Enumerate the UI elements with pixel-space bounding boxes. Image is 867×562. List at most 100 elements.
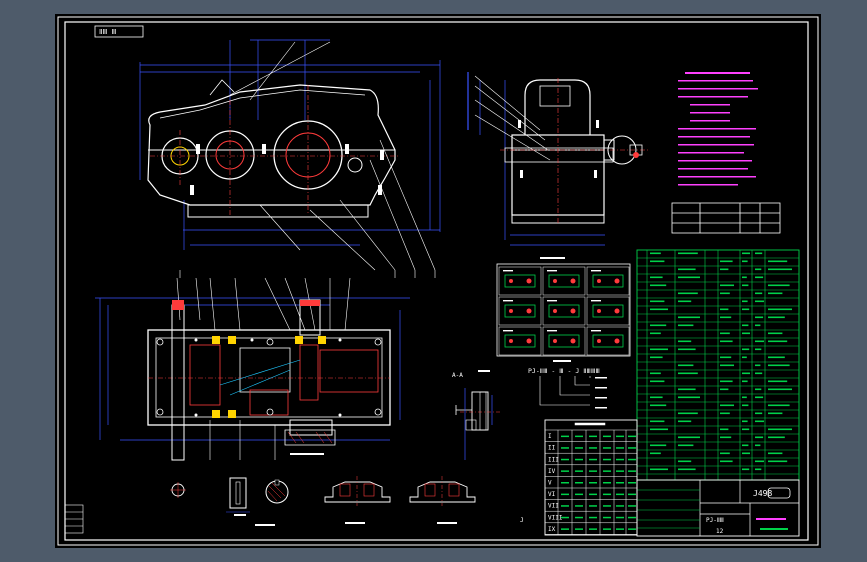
- parts-cell-mark: [742, 428, 750, 431]
- parts-cell-mark: [678, 444, 694, 447]
- parts-cell-mark: [768, 332, 783, 335]
- roman-row-label: V: [548, 480, 552, 487]
- product-code-callout: PJ-ⅡⅢ - Ⅲ - J ⅡⅢⅢⅢ: [528, 367, 607, 409]
- parts-cell-mark: [650, 420, 665, 423]
- parts-cell-mark: [768, 436, 785, 439]
- front-view: [139, 39, 441, 278]
- parts-cell-mark: [768, 364, 790, 367]
- parts-cell-mark: [742, 396, 747, 399]
- parts-cell-mark: [650, 428, 668, 431]
- parts-cell-mark: [650, 260, 665, 263]
- parts-cell-mark: [755, 388, 762, 391]
- ratio-cell-mark: [603, 505, 611, 507]
- side-view: [467, 72, 650, 246]
- parts-cell-mark: [678, 340, 692, 343]
- ratio-cell-mark: [603, 516, 611, 519]
- variant-cell: [498, 326, 542, 356]
- parts-cell-mark: [720, 428, 729, 431]
- parts-cell-mark: [650, 332, 661, 335]
- corner-tag: ⅡⅢ Ⅲ: [94, 25, 144, 38]
- ratio-cell-mark: [628, 493, 636, 496]
- parts-cell-mark: [720, 364, 734, 367]
- parts-cell-mark: [768, 340, 788, 343]
- variant-shaft-out: [614, 278, 620, 284]
- parts-cell-mark: [755, 324, 761, 327]
- variant-caption: [503, 270, 513, 272]
- parts-cell-mark: [678, 292, 698, 295]
- parts-cell-mark: [755, 396, 764, 399]
- parts-cell-mark: [742, 404, 749, 407]
- parts-cell-mark: [755, 372, 763, 375]
- parts-cell-mark: [742, 468, 750, 471]
- parts-cell-mark: [768, 284, 790, 287]
- variant-shaft-in: [553, 309, 557, 313]
- parts-cell-mark: [720, 268, 729, 271]
- parts-cell-mark: [742, 300, 748, 303]
- ratio-cell-mark: [616, 458, 624, 461]
- parts-cell-mark: [720, 412, 730, 415]
- variant-shaft-out: [526, 308, 532, 314]
- variant-shaft-out: [570, 338, 576, 344]
- variant-cell: [542, 326, 586, 356]
- parts-cell-mark: [720, 260, 733, 263]
- ratio-cell-mark: [616, 528, 624, 530]
- ratio-cell-mark: [561, 435, 569, 438]
- ratio-cell-mark: [628, 458, 636, 461]
- parts-cell-mark: [678, 252, 698, 255]
- parts-cell-mark: [768, 316, 785, 319]
- variant-housing: [504, 304, 536, 318]
- parts-cell-mark: [650, 356, 663, 359]
- ratio-cell-mark: [616, 516, 624, 519]
- parts-cell-mark: [720, 292, 730, 295]
- parts-cell-mark: [768, 268, 792, 271]
- installation-grid: [496, 257, 631, 362]
- ratio-cell-mark: [628, 435, 636, 438]
- product-code-text: PJ-ⅡⅢ - Ⅲ - J ⅡⅢⅢⅢ: [528, 367, 600, 375]
- parts-cell-mark: [650, 468, 668, 471]
- parts-cell-mark: [768, 460, 788, 463]
- parts-cell-mark: [768, 412, 783, 415]
- variant-shaft-out: [614, 308, 620, 314]
- parts-cell-mark: [755, 420, 764, 423]
- variant-cell: [586, 266, 630, 296]
- ratio-cell-mark: [628, 447, 636, 449]
- variant-housing: [504, 274, 536, 288]
- variant-caption: [591, 270, 601, 272]
- variant-caption: [503, 330, 513, 332]
- roman-row-label: III: [548, 456, 559, 463]
- parts-cell-mark: [678, 348, 696, 351]
- ratio-cell-mark: [589, 516, 597, 519]
- ratio-cell-mark: [575, 505, 583, 507]
- title-block: J498 PJ-ⅡⅢ 12: [636, 479, 800, 537]
- ratio-cell-mark: [575, 482, 583, 484]
- parts-cell-mark: [678, 468, 696, 471]
- drawing-canvas[interactable]: [55, 14, 821, 548]
- parts-cell-mark: [742, 324, 749, 327]
- parts-cell-mark: [742, 380, 748, 383]
- parts-cell-mark: [720, 436, 732, 439]
- ratio-cell-mark: [561, 482, 569, 484]
- parts-cell-mark: [650, 308, 668, 311]
- variant-housing: [592, 304, 624, 318]
- parts-cell-mark: [768, 356, 785, 359]
- ratio-cell-mark: [628, 516, 636, 519]
- variant-cell: [498, 266, 542, 296]
- ratio-cell-mark: [589, 482, 597, 484]
- parts-cell-mark: [742, 348, 750, 351]
- ratio-cell-mark: [561, 528, 569, 530]
- detail-views: [170, 476, 476, 526]
- ratio-cell-mark: [628, 505, 636, 507]
- variant-cell: [586, 326, 630, 356]
- parts-cell-mark: [678, 268, 696, 271]
- parts-cell-mark: [678, 420, 692, 423]
- parts-cell-mark: [650, 372, 661, 375]
- parts-cell-mark: [650, 324, 667, 327]
- parts-cell-mark: [678, 276, 700, 279]
- variant-shaft-in: [597, 309, 601, 313]
- parts-cell-mark: [650, 300, 665, 303]
- parts-cell-mark: [742, 420, 748, 423]
- parts-cell-mark: [720, 340, 733, 343]
- parts-cell-mark: [742, 356, 747, 359]
- roman-row-label: VII: [548, 503, 559, 510]
